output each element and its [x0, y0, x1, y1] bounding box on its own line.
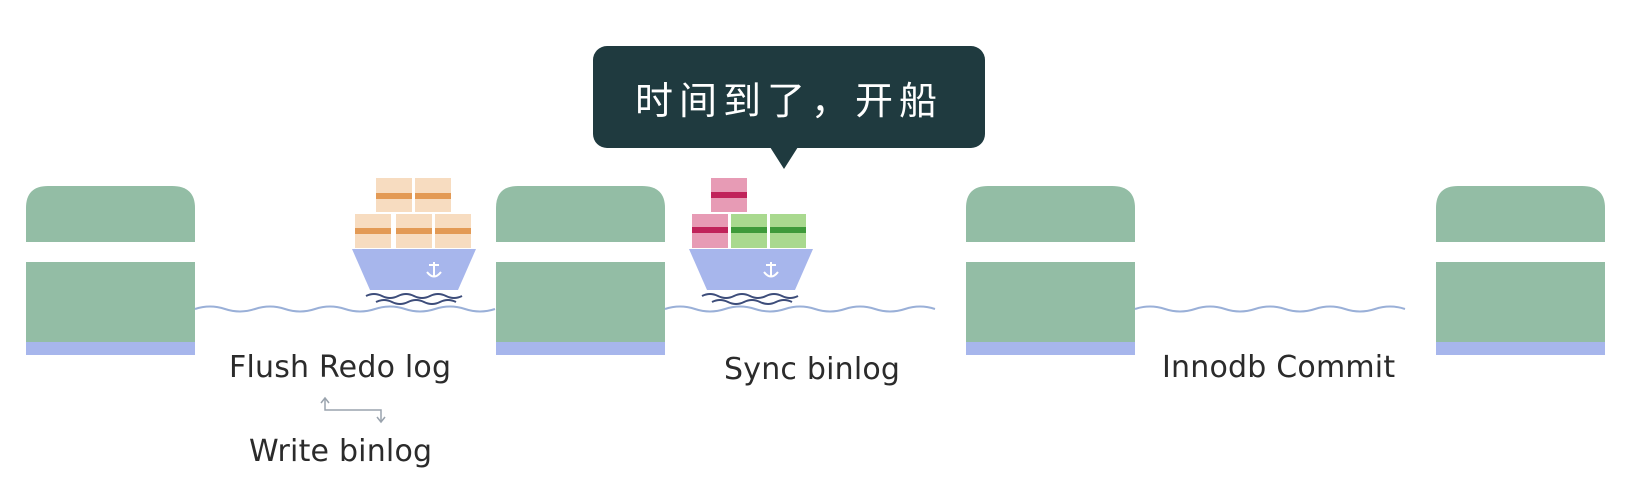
anchor-icon	[426, 262, 442, 278]
bubble-text: 时间到了，开船	[634, 79, 943, 123]
boat-hull	[689, 249, 813, 290]
speech-bubble: 时间到了，开船	[593, 46, 985, 148]
speech-bubble-tail	[770, 147, 798, 169]
sub-stage-label-write-binlog: Write binlog	[249, 434, 433, 469]
swap-arrows-icon	[320, 396, 386, 424]
dock-1	[26, 186, 195, 355]
stage-label-flush-redo-log: Flush Redo log	[229, 350, 452, 385]
boat-hull	[352, 249, 476, 290]
dock-2	[496, 186, 665, 355]
boat-2	[689, 178, 813, 305]
boat-1	[352, 178, 476, 305]
stage-label-sync-binlog: Sync binlog	[724, 352, 901, 387]
stage-label-innodb-commit: Innodb Commit	[1162, 350, 1396, 385]
dock-3	[966, 186, 1135, 355]
dock-4	[1436, 186, 1605, 355]
water-line	[664, 305, 936, 313]
anchor-icon	[763, 262, 779, 278]
water-line	[194, 305, 496, 313]
water-line	[1134, 305, 1406, 313]
